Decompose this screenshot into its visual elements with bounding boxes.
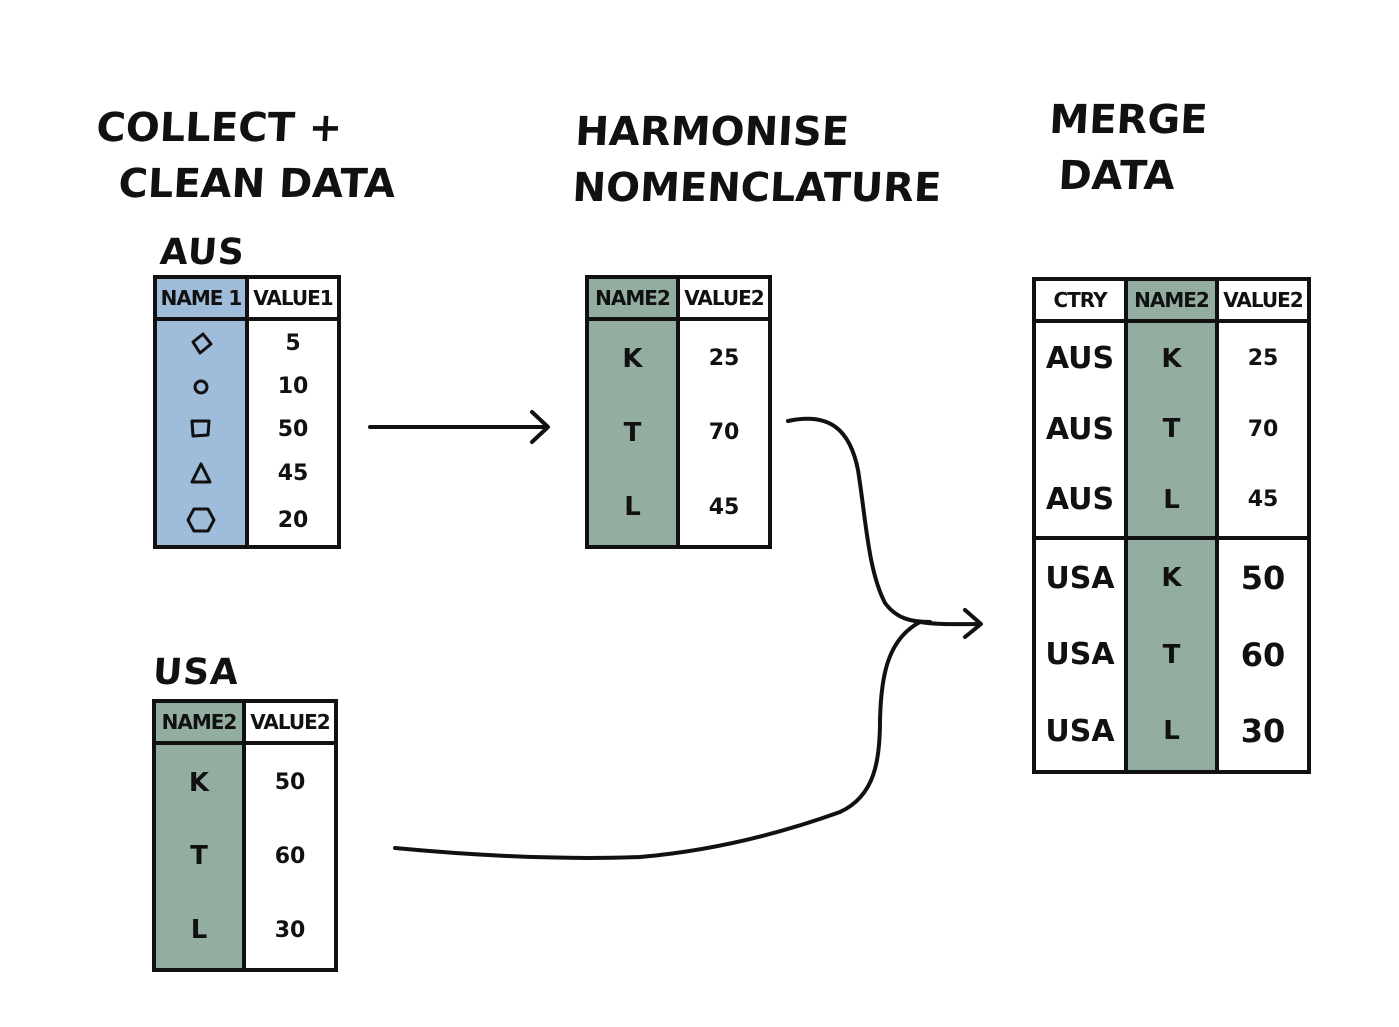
table-row: T 60 [154, 820, 336, 893]
column-header-value2: VALUE2 [678, 277, 770, 321]
shape-cell [155, 319, 249, 367]
name-cell: T [154, 820, 246, 893]
diamond-icon [191, 332, 213, 355]
country-cell: AUS [1034, 464, 1128, 538]
name-cell: K [587, 319, 680, 397]
column-header-value2: VALUE2 [1217, 279, 1309, 323]
usa-raw-table: NAME2 VALUE2 K 50 T 60 L 30 [152, 699, 338, 972]
table-row: 10 [155, 366, 339, 407]
table-row: K 25 [587, 319, 770, 397]
name-cell: T [587, 396, 680, 470]
table-row: AUS K 25 [1034, 321, 1309, 395]
column-header-name2: NAME2 [1126, 279, 1219, 323]
value-cell: 50 [274, 770, 306, 796]
country-cell: AUS [1034, 321, 1128, 395]
column-header-name2: NAME2 [587, 277, 680, 321]
value-cell: 20 [277, 507, 309, 533]
value-cell: 50 [1217, 535, 1309, 617]
table-row: USA L 30 [1034, 692, 1309, 772]
shape-cell [155, 366, 249, 407]
value-cell: 5 [285, 331, 301, 357]
aus-merge-connector [786, 416, 932, 624]
aus-harmonised-table: NAME2 VALUE2 K 25 T 70 L 45 [585, 275, 772, 549]
value-cell: 60 [1240, 635, 1286, 674]
column-header-name1: NAME 1 [155, 277, 249, 321]
table-row: USA T 60 [1034, 617, 1309, 693]
table-row: AUS L 45 [1034, 464, 1309, 538]
country-cell: USA [1034, 692, 1128, 772]
name-cell: K [1126, 535, 1219, 617]
country-cell: USA [1034, 535, 1128, 617]
column-header-name2: NAME2 [154, 701, 246, 745]
table-row: 50 [155, 406, 339, 452]
table-header-row: NAME2 VALUE2 [154, 701, 336, 745]
circle-icon [193, 379, 209, 395]
value-cell: 10 [277, 374, 309, 400]
value-cell: 25 [708, 346, 740, 372]
table-row: 20 [155, 495, 339, 547]
value-cell: 50 [277, 416, 309, 442]
name-cell: K [1126, 321, 1219, 395]
name-cell: L [1126, 464, 1219, 538]
column-header-value1: VALUE1 [247, 277, 339, 321]
column-header-value2: VALUE2 [244, 701, 336, 745]
shape-cell [155, 406, 249, 452]
hexagon-icon [186, 507, 216, 533]
table-header-row: CTRY NAME2 VALUE2 [1034, 279, 1309, 323]
shape-cell [155, 451, 249, 496]
value-cell: 30 [1240, 712, 1286, 751]
name-cell: T [1126, 617, 1219, 693]
square-icon [190, 419, 211, 438]
table-row: K 50 [154, 743, 336, 821]
table-header-row: NAME 1 VALUE1 [155, 277, 339, 321]
table-row: 45 [155, 451, 339, 496]
triangle-icon [190, 462, 212, 484]
aus-raw-table: NAME 1 VALUE1 5 10 50 45 20 [153, 275, 341, 549]
country-cell: AUS [1034, 394, 1128, 465]
name-cell: K [154, 743, 246, 821]
value-cell: 60 [274, 843, 306, 869]
table-row: USA K 50 [1034, 535, 1309, 617]
value-cell: 70 [708, 420, 740, 446]
table-row: L 30 [154, 892, 336, 970]
table-row: AUS T 70 [1034, 394, 1309, 465]
name-cell: L [154, 892, 246, 970]
value-cell: 45 [277, 461, 309, 487]
usa-merge-connector [393, 620, 922, 860]
table-row: L 45 [587, 469, 770, 547]
merge-arrow [918, 620, 982, 627]
name-cell: T [1126, 394, 1219, 465]
shape-cell [155, 495, 249, 547]
value-cell: 45 [708, 494, 740, 520]
country-cell: USA [1034, 617, 1128, 693]
table-header-row: NAME2 VALUE2 [587, 277, 770, 321]
merged-table: CTRY NAME2 VALUE2 AUS K 25 AUS T 70 AUS … [1032, 277, 1311, 774]
harmonise-arrow-head [530, 410, 550, 444]
table-row: 5 [155, 319, 339, 367]
value-cell: 45 [1247, 487, 1279, 513]
value-cell: 70 [1247, 416, 1279, 442]
name-cell: L [1126, 692, 1219, 772]
column-header-ctry: CTRY [1034, 279, 1128, 323]
merge-arrow-head [963, 608, 983, 639]
table-row: T 70 [587, 396, 770, 470]
value-cell: 25 [1247, 346, 1279, 372]
value-cell: 30 [274, 917, 306, 943]
name-cell: L [587, 469, 680, 547]
